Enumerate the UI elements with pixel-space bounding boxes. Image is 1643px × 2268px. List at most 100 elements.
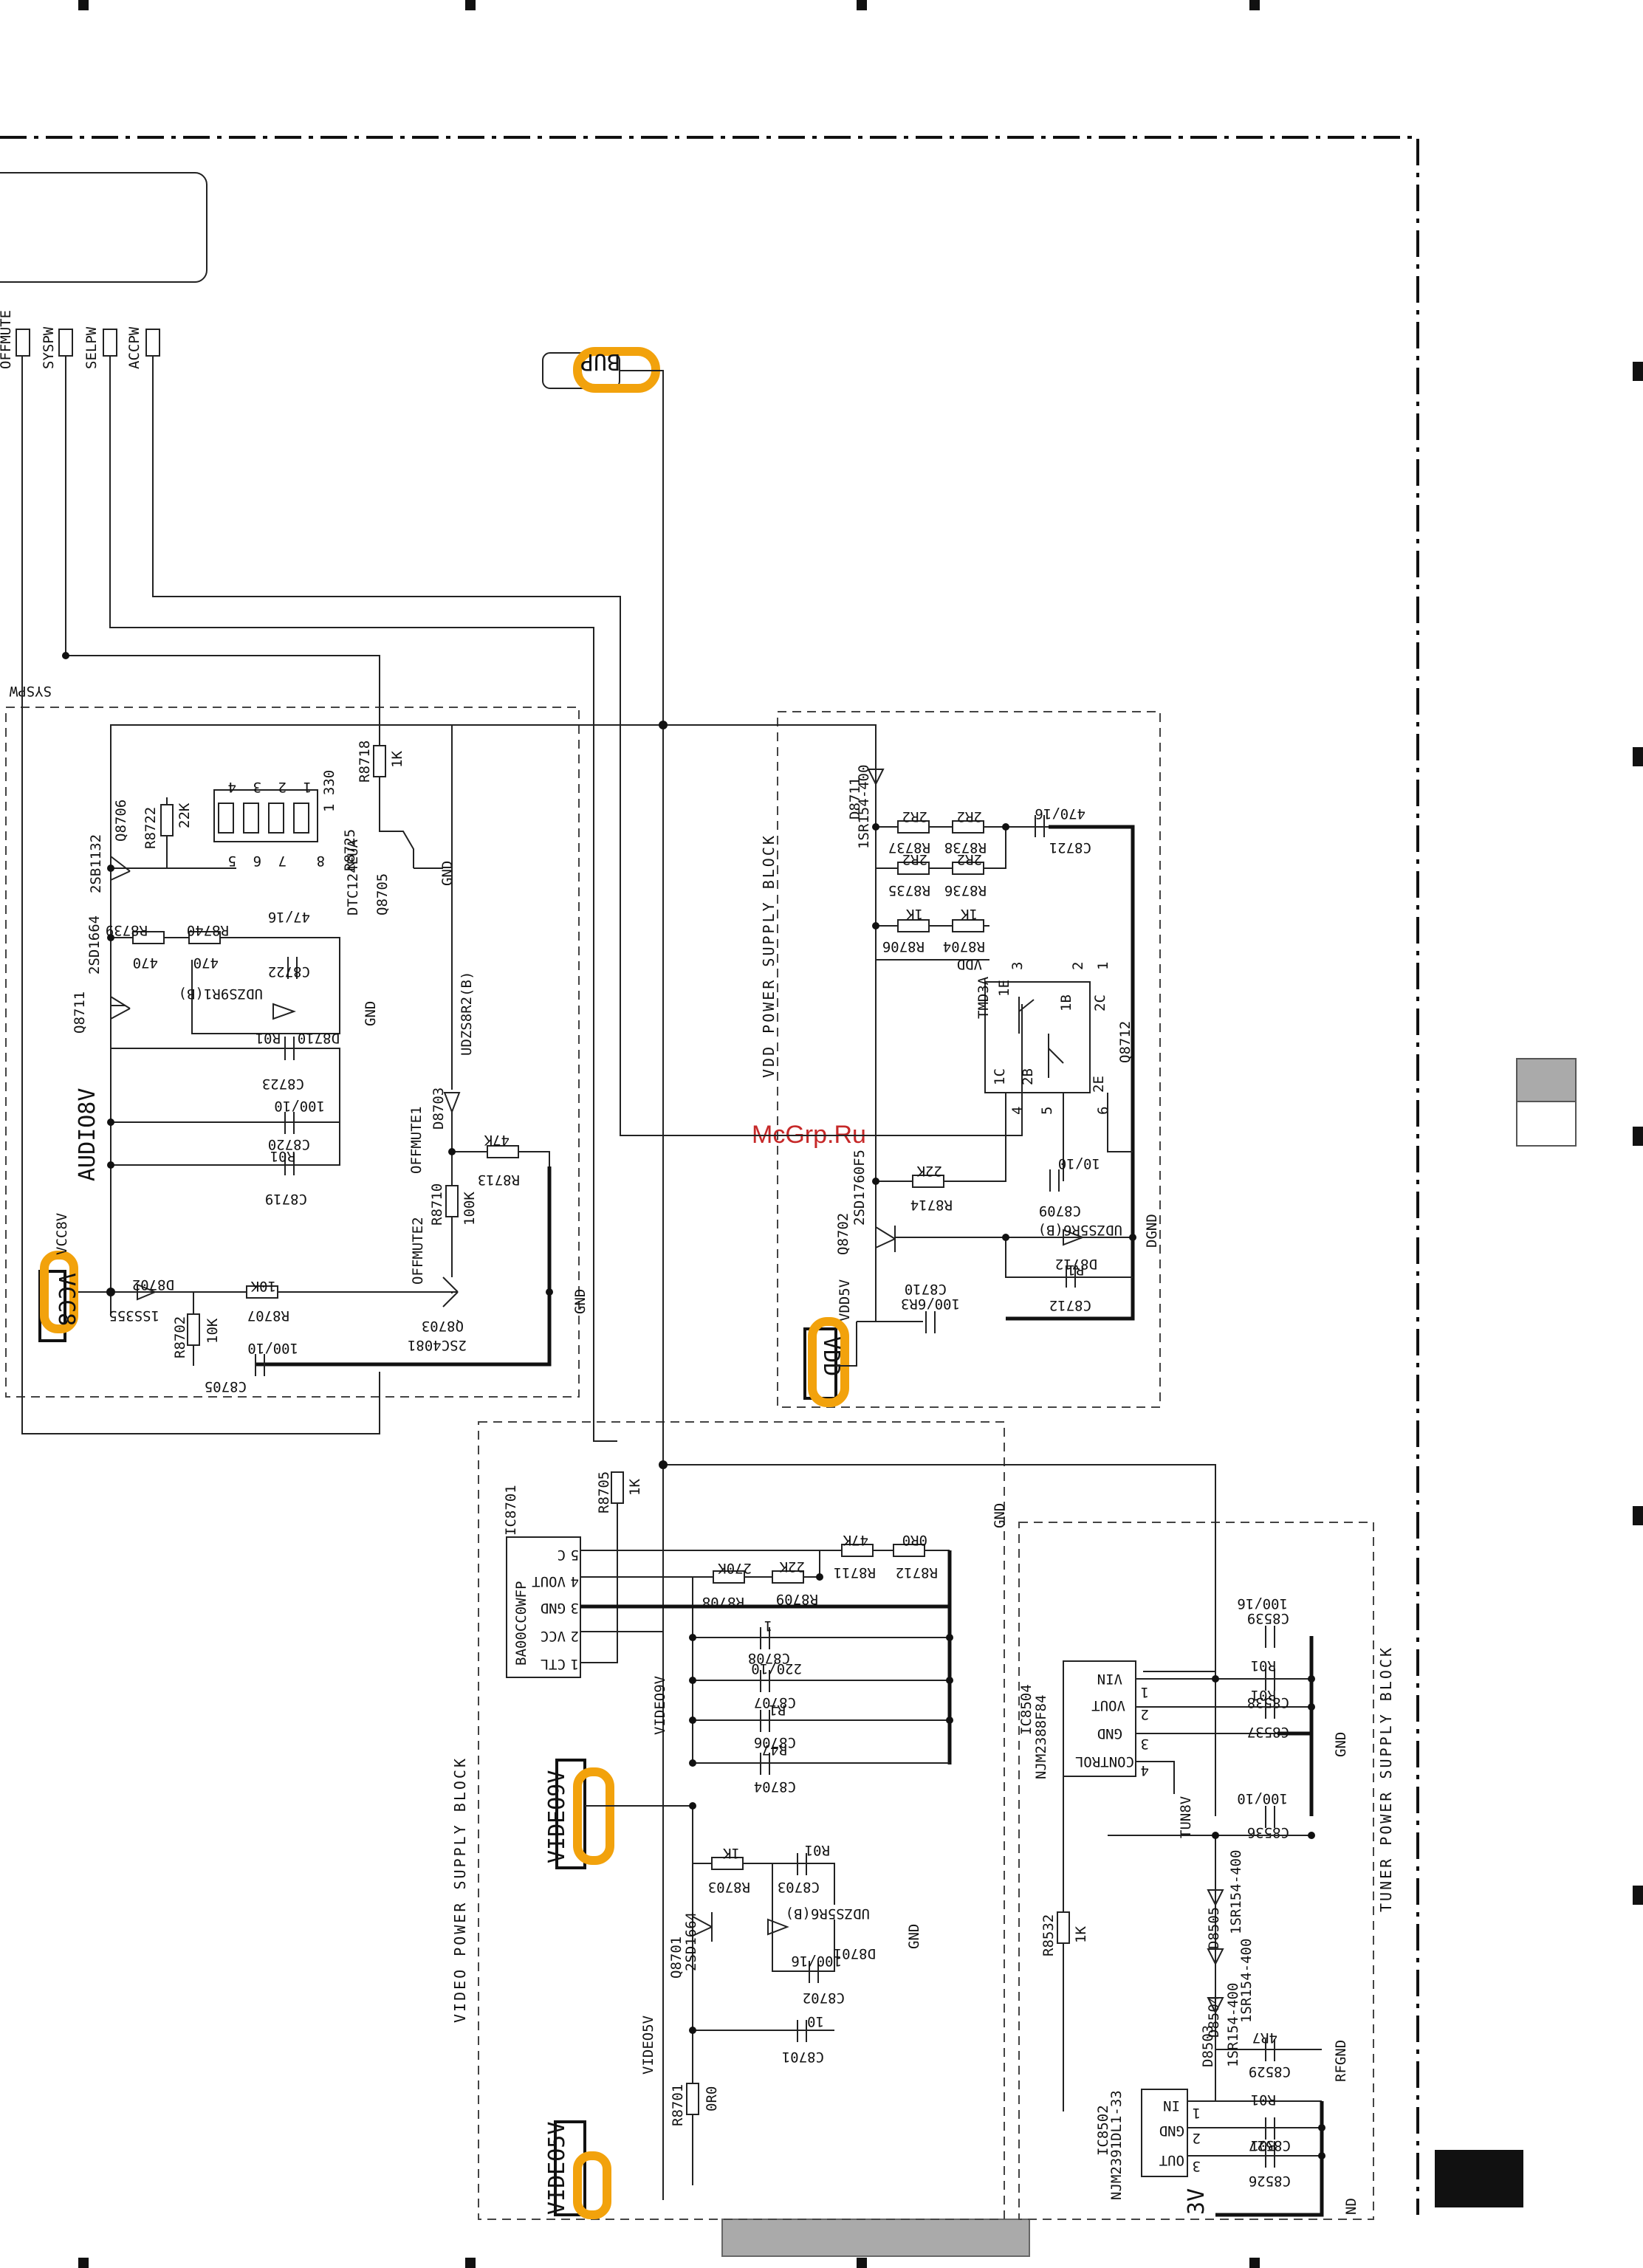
- r8713-val: 47K: [484, 1132, 510, 1148]
- outer-frame: [0, 136, 1419, 2215]
- video9v-net[interactable]: VIDEO9V: [544, 1759, 614, 1869]
- r8714[interactable]: 22K R8714: [910, 1163, 953, 1213]
- ic8701[interactable]: IC8701 BA00CC0WFP C VOUT GND VCC CTL 5 4…: [503, 1485, 581, 1678]
- r8740[interactable]: R8740 470: [187, 922, 229, 971]
- c8538[interactable]: R01 C8538: [1247, 1657, 1289, 1711]
- c8539-val: 100/16: [1237, 1595, 1288, 1612]
- r8709[interactable]: 22K R8709: [772, 1559, 818, 1607]
- r8736[interactable]: 2R2 R8736: [944, 851, 987, 898]
- video5v-net[interactable]: VIDEO5V: [544, 2120, 611, 2219]
- video-block-title: VIDEO POWER SUPPLY BLOCK: [451, 1756, 469, 2023]
- c8723[interactable]: R01 C8723: [255, 1030, 304, 1092]
- c8536-ref: C8536: [1247, 1824, 1289, 1841]
- r8713[interactable]: R8713 47K: [478, 1132, 520, 1188]
- d8703-val: UDZS8R2(B): [459, 972, 475, 1056]
- r8708[interactable]: 270K R8708: [702, 1560, 752, 1610]
- tun8v-label: TUN8V: [1178, 1796, 1194, 1838]
- r8738[interactable]: 2R2 R8738: [944, 808, 987, 856]
- vcc8-net[interactable]: VCC8: [38, 1251, 79, 1342]
- r8714-ref: R8714: [910, 1197, 953, 1213]
- c8709-ref: C8709: [1039, 1203, 1081, 1219]
- d8503[interactable]: D8503 1SR154-400: [1200, 1983, 1241, 2067]
- port-offmute[interactable]: OFFMUTE: [0, 310, 30, 369]
- c8702[interactable]: 100/16 C8702: [791, 1953, 845, 2006]
- q8706-transistor[interactable]: Q8706 2SB1132: [88, 800, 131, 893]
- r8712[interactable]: 0R0 R8712: [893, 1532, 938, 1581]
- r8704-ref: R8704: [943, 938, 985, 955]
- q8712-pin-2b: 2B: [1020, 1068, 1036, 1085]
- c8537[interactable]: R01 C8537: [1247, 1687, 1289, 1740]
- d8710[interactable]: UDZS9R1(B) D8710 GND: [179, 986, 379, 1046]
- r8702[interactable]: R8702 10K: [172, 1313, 221, 1358]
- c8709[interactable]: 10/10 C8709: [1039, 1155, 1100, 1219]
- r8711[interactable]: 47K R8711: [834, 1532, 876, 1581]
- r8738-val: 2R2: [957, 808, 982, 825]
- r8737[interactable]: 2R2 R8737: [888, 808, 930, 856]
- d8703[interactable]: UDZS8R2(B) D8703: [431, 972, 475, 1130]
- c8526[interactable]: R01 C8526: [1249, 2137, 1291, 2189]
- c8722[interactable]: 47/16 C8722: [268, 909, 310, 980]
- q8701-transistor[interactable]: Q8701 2SD1664: [668, 1912, 713, 1979]
- c8710[interactable]: 100/6R3 C8710: [901, 1281, 960, 1333]
- video-power-block: [478, 1421, 1005, 2220]
- q8712-transistor-array[interactable]: TMD3A Q8712 1E 1B 2C 2B 2E 1C 1 2 3 4 5 …: [975, 962, 1133, 1115]
- q8702-transistor[interactable]: Q8702 2SD1760F5: [835, 1150, 896, 1255]
- c8720[interactable]: 100/10 C8720: [268, 1098, 325, 1152]
- c8706[interactable]: R1 C8706: [754, 1702, 796, 1750]
- c8537-ref: C8537: [1247, 1724, 1289, 1740]
- d8701[interactable]: UDZS5R6(B) D8701 GND: [767, 1906, 922, 1962]
- c8527[interactable]: R01 C8527: [1249, 2092, 1291, 2154]
- r8710[interactable]: R8710 100K: [429, 1183, 478, 1226]
- c8701[interactable]: 10 C8701: [782, 2013, 824, 2065]
- c8719[interactable]: R01 C8719: [265, 1148, 307, 1207]
- c8708[interactable]: 1 C8708: [748, 1618, 790, 1666]
- r8737-ref: R8737: [888, 839, 930, 856]
- c8721[interactable]: 470/16 C8721: [1035, 805, 1091, 856]
- d8505[interactable]: D8505 1SR154-400: [1206, 1850, 1244, 1949]
- ic8504[interactable]: IC8504 NJM2388F84 VIN VOUT GND CONTROL 1…: [1018, 1660, 1149, 1779]
- port-syspw[interactable]: SYSPW: [41, 326, 73, 369]
- d8701-ref: D8701: [834, 1945, 876, 1962]
- r8739-ref: R8739: [106, 922, 148, 938]
- c8536-val: 100/10: [1237, 1790, 1288, 1807]
- d8702[interactable]: D8702 1SS355: [109, 1276, 174, 1324]
- c8539[interactable]: 100/16 C8539: [1237, 1595, 1289, 1648]
- r8706[interactable]: 1K R8706: [882, 906, 930, 955]
- r8739[interactable]: R8739 470: [106, 922, 165, 971]
- r8711-ref: R8711: [834, 1564, 876, 1581]
- ic8502-ref: IC8502: [1095, 2105, 1111, 2156]
- r8704[interactable]: 1K R8704: [943, 906, 985, 955]
- d8711[interactable]: D8711 1SR154-400: [847, 765, 885, 849]
- vdd-ref-label: VDD: [957, 956, 982, 972]
- bup-net[interactable]: BUP: [542, 347, 660, 393]
- c8703[interactable]: R01 C8703: [778, 1842, 830, 1895]
- vdd-net[interactable]: VDD: [803, 1317, 849, 1407]
- ic8502-pin-in: IN: [1163, 2097, 1180, 2114]
- q8705-package[interactable]: 4 3 2 1 5 6 7 8 R8725 1 330 DTC124EUA Q8…: [213, 770, 391, 915]
- r8707[interactable]: 10K R8707: [246, 1278, 289, 1324]
- c8712[interactable]: R1 C8712: [1049, 1262, 1091, 1313]
- q8703-part: 2SC4081: [408, 1337, 467, 1353]
- port-selpw[interactable]: SELPW: [83, 326, 117, 369]
- r8718[interactable]: R8718 1K: [357, 740, 405, 783]
- c8708-val: 1: [764, 1618, 772, 1634]
- c8529[interactable]: 4R7 C8529: [1249, 2030, 1291, 2080]
- r8714-val: 22K: [916, 1163, 942, 1179]
- port-accpw[interactable]: ACCPW: [126, 326, 160, 369]
- c8705[interactable]: 100/10 C8705: [205, 1340, 298, 1395]
- c8536[interactable]: 100/10 C8536: [1237, 1790, 1289, 1841]
- q8703-transistor[interactable]: Q8703 2SC4081: [408, 1276, 467, 1353]
- c8707[interactable]: 220/10 C8707: [751, 1660, 802, 1711]
- r8701[interactable]: R8701 0R0: [670, 2083, 720, 2126]
- r8722[interactable]: R8722 22K: [143, 803, 193, 849]
- r8705[interactable]: R8705 1K: [596, 1471, 643, 1513]
- c8704[interactable]: R47 C8704: [754, 1742, 796, 1795]
- r8735[interactable]: 2R2 R8735: [888, 851, 930, 898]
- video9v-small-label: VIDEO9V: [652, 1676, 668, 1735]
- r8703[interactable]: 1K R8703: [708, 1845, 750, 1895]
- accpw-trace: [152, 356, 1023, 1136]
- r8532[interactable]: R8532 1K: [1040, 1911, 1089, 1956]
- q8711-transistor[interactable]: Q8711 2SD1664: [72, 915, 131, 1034]
- ic8502[interactable]: IC8502 NJM2391DL1-33 IN GND OUT 1 2 3: [1095, 2089, 1201, 2200]
